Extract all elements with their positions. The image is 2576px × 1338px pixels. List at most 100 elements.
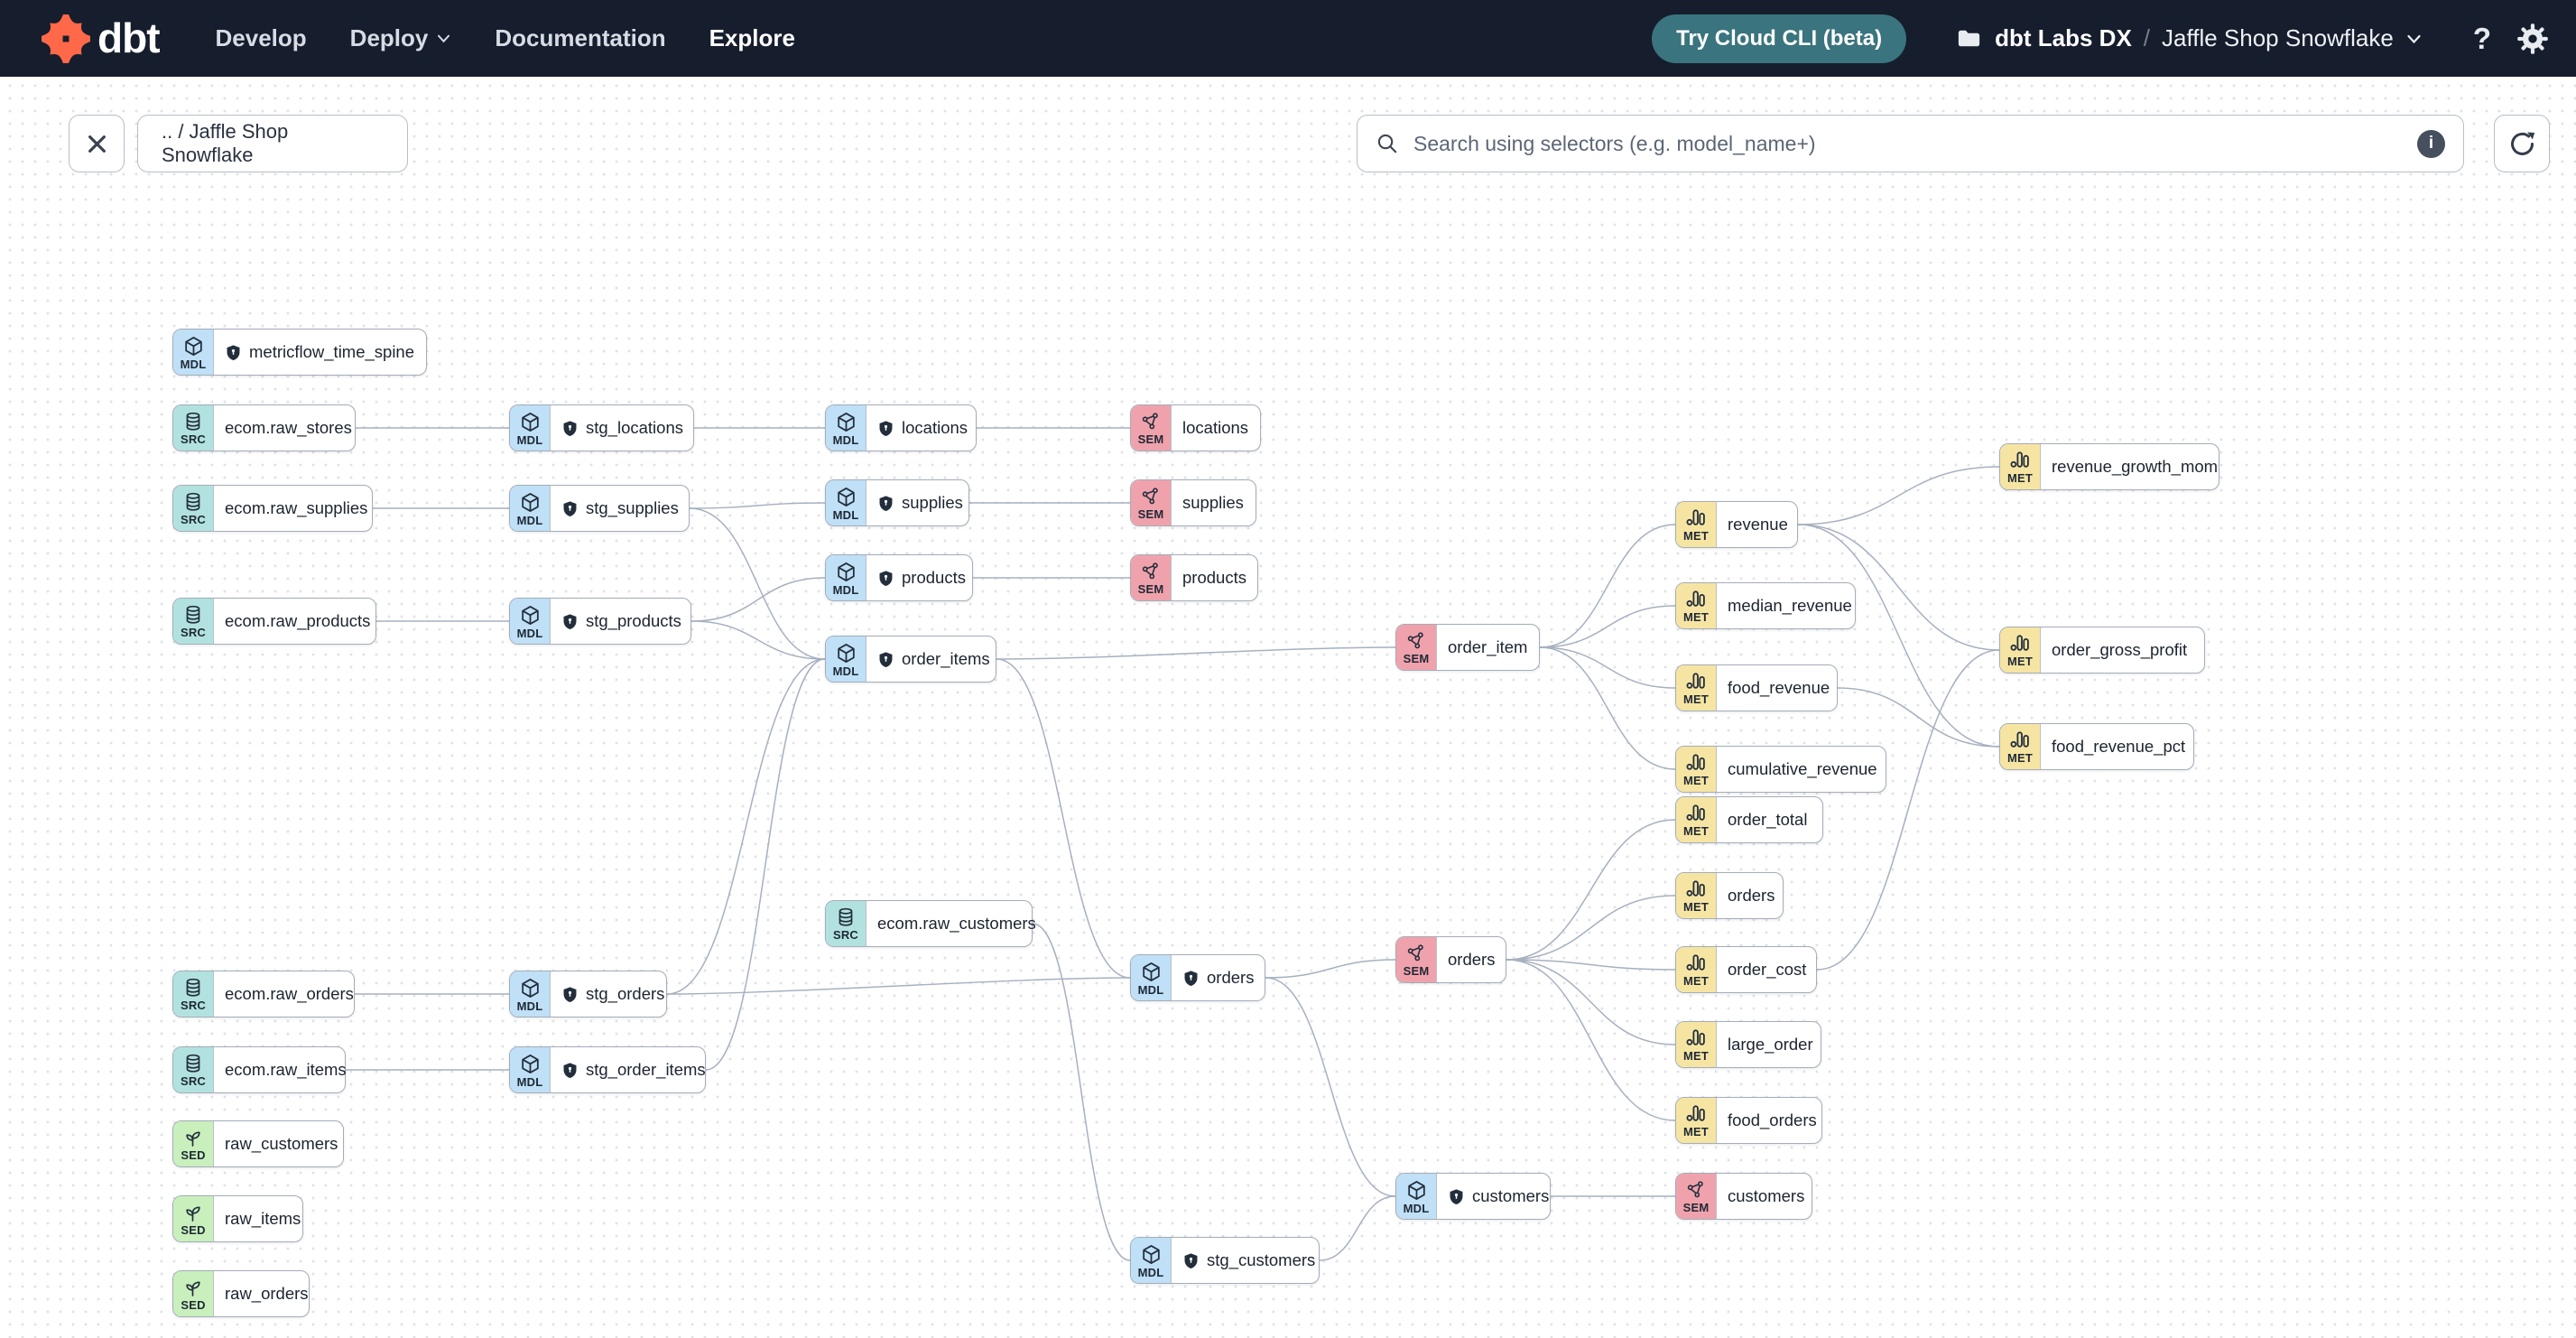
nav-item-develop[interactable]: Develop (215, 24, 307, 51)
graph-node-met-food_orders[interactable]: MET food_orders (1675, 1097, 1822, 1144)
info-icon[interactable]: i (2417, 129, 2445, 158)
chevron-down-icon (2407, 34, 2421, 43)
node-type-badge: MET (1676, 1022, 1717, 1067)
node-label: supplies (902, 493, 963, 512)
try-cloud-cli-button[interactable]: Try Cloud CLI (beta) (1652, 14, 1907, 63)
graph-node-met-cumulative_revenue[interactable]: MET cumulative_revenue (1675, 746, 1886, 793)
nav-item-deploy-label: Deploy (349, 24, 429, 51)
node-label: revenue_growth_mom (2052, 457, 2219, 476)
nav-item-deploy[interactable]: Deploy (350, 24, 452, 52)
node-label: cumulative_revenue (1728, 759, 1877, 778)
graph-node-met-orders[interactable]: MET orders (1675, 872, 1784, 919)
node-label: stg_order_items (586, 1060, 706, 1079)
breadcrumb[interactable]: .. / Jaffle Shop Snowflake (137, 115, 408, 172)
settings-gear-icon[interactable] (2516, 23, 2549, 55)
search-input[interactable] (1412, 130, 2405, 157)
nav-item-explore[interactable]: Explore (709, 24, 795, 51)
node-type-badge: SRC (173, 599, 214, 644)
nav-item-documentation[interactable]: Documentation (495, 24, 666, 51)
node-body: order_total (1717, 797, 1818, 842)
node-type-badge: MET (1676, 873, 1717, 918)
node-type-badge: SRC (173, 405, 214, 451)
refresh-button[interactable] (2494, 115, 2550, 172)
node-label: stg_customers (1207, 1250, 1316, 1269)
node-type-label: MET (1682, 529, 1710, 543)
main-menu: Develop Deploy Documentation Explore (216, 24, 795, 52)
edge-met_food_revenue-to-met_food_revenue_pct (1837, 687, 2000, 748)
graph-node-mdl-supplies[interactable]: MDL supplies (825, 479, 969, 526)
node-body: orders (1172, 955, 1265, 1000)
account-name: dbt Labs DX (1995, 24, 2132, 51)
metric-bars-icon (1685, 803, 1707, 824)
node-type-badge: SED (173, 1271, 214, 1316)
node-type-badge: MDL (510, 599, 551, 644)
close-lineage-button[interactable] (69, 115, 125, 172)
seedling-icon (182, 1202, 204, 1223)
node-label: food_orders (1728, 1110, 1817, 1129)
node-label: products (902, 568, 966, 587)
node-type-label: MDL (516, 432, 543, 447)
node-type-badge: MET (1676, 1098, 1717, 1143)
node-type-badge: MET (1676, 747, 1717, 792)
node-type-badge: SED (173, 1196, 214, 1241)
node-body: food_revenue (1717, 665, 1840, 711)
edge-mdl_stg_order_items-to-mdl_order_items (705, 658, 826, 1071)
node-body: order_item (1437, 625, 1538, 670)
edge-mdl_stg_products-to-mdl_order_items (690, 620, 826, 660)
database-icon (182, 977, 204, 999)
node-type-badge: MET (1676, 947, 1717, 992)
contract-shield-icon (561, 986, 579, 1003)
cube-icon (519, 977, 542, 999)
graph-node-sed-raw_orders[interactable]: SED raw_orders (172, 1270, 310, 1317)
node-body: customers (1437, 1174, 1560, 1219)
cube-icon (835, 486, 857, 508)
selector-search[interactable]: i (1357, 115, 2464, 172)
node-label: raw_orders (225, 1284, 309, 1303)
node-label: orders (1728, 886, 1775, 905)
cube-icon (835, 411, 857, 433)
node-type-badge: MDL (173, 330, 214, 375)
help-icon[interactable]: ? (2472, 21, 2491, 55)
node-type-label: MDL (832, 507, 859, 522)
node-type-label: MDL (832, 664, 859, 678)
dbt-logo[interactable]: dbt (42, 0, 161, 77)
project-breadcrumb[interactable]: dbt Labs DX / Jaffle Shop Snowflake (1955, 24, 2423, 52)
edge-mdl_order_items-to-mdl_orders (996, 658, 1131, 979)
